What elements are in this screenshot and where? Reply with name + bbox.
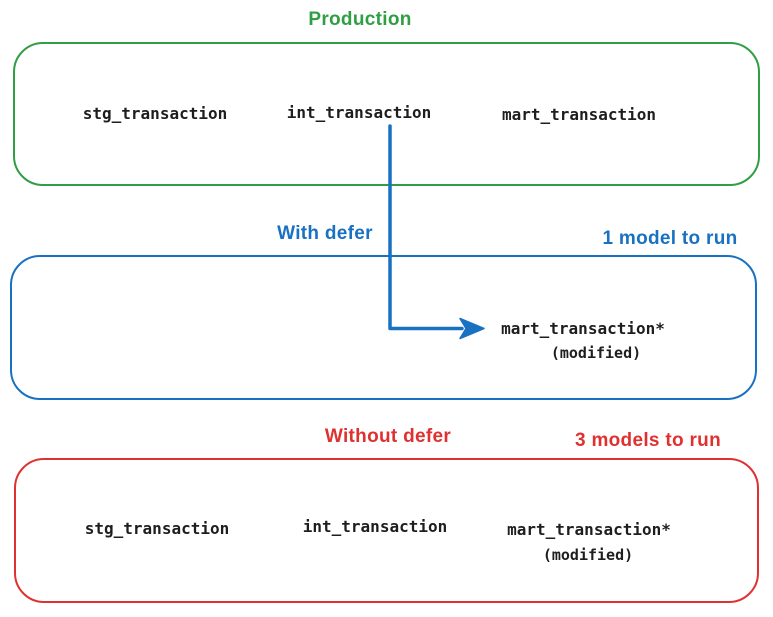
with-defer-box — [10, 255, 757, 400]
production-box — [13, 42, 760, 186]
without-defer-model-stg: stg_transaction — [84, 519, 230, 538]
without-defer-model-note: (modified) — [542, 546, 634, 564]
without-defer-run-count: 3 models to run — [575, 430, 721, 451]
with-defer-label: With defer — [277, 223, 373, 244]
production-model-mart: mart_transaction — [501, 105, 657, 124]
with-defer-model-note: (modified) — [550, 344, 642, 362]
without-defer-model-int: int_transaction — [302, 517, 448, 536]
without-defer-model-mart: mart_transaction* — [507, 520, 671, 539]
with-defer-run-count: 1 model to run — [602, 228, 738, 249]
without-defer-box — [14, 458, 759, 603]
production-model-stg: stg_transaction — [82, 104, 228, 123]
production-model-int: int_transaction — [286, 103, 432, 122]
without-defer-label: Without defer — [324, 426, 452, 447]
production-label: Production — [308, 9, 412, 30]
with-defer-model-mart: mart_transaction* — [501, 319, 665, 338]
